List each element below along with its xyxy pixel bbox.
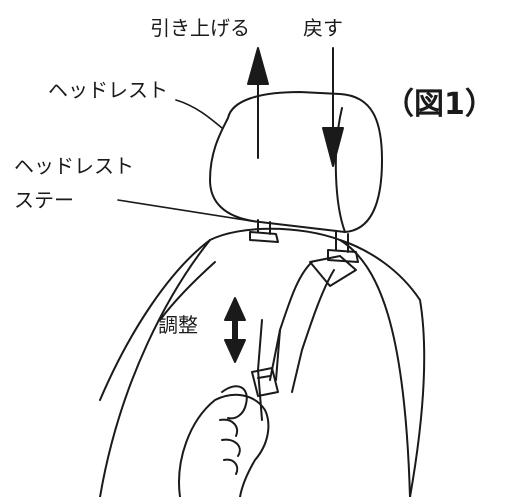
headrest-stay-leader-line: [117, 199, 259, 223]
figure-number-label: （図1）: [384, 87, 495, 122]
headrest-stay-right: [335, 231, 349, 253]
push-back-label: 戻す: [303, 16, 343, 40]
seat-back-right-panel: [339, 239, 426, 497]
seat-back-outline: [99, 227, 411, 497]
headrest-stay-label-line2: ステー: [14, 188, 74, 212]
adjust-label: 調整: [158, 313, 198, 337]
adjust-arrow-head-up: [224, 297, 246, 321]
headrest-side-edge: [334, 107, 346, 233]
pull-up-label: 引き上げる: [150, 16, 250, 40]
belt-guide: [309, 255, 357, 287]
hand-outline: [178, 393, 270, 497]
headrest-stay-right-collar: [327, 249, 359, 263]
hand-thumb: [221, 385, 248, 420]
push-back-arrow-head: [322, 127, 344, 167]
headrest-label: ヘッドレスト: [48, 78, 168, 102]
headrest-leader-line: [175, 99, 223, 129]
headrest-stay-label-line1: ヘッドレスト: [14, 154, 134, 178]
belt-adjuster: [251, 367, 279, 397]
adjust-arrow-head-down: [224, 339, 246, 363]
pull-up-arrow-head: [247, 47, 269, 85]
seat-back-left-edge: [99, 239, 211, 401]
seat-back-inner-seam: [159, 261, 216, 321]
seat-belt-upper: [269, 261, 313, 381]
seat-belt-upper-edge: [291, 269, 335, 393]
headrest-body: [209, 91, 383, 233]
headrest-stay-left-collar: [249, 231, 279, 243]
hand-fingers: [219, 418, 241, 475]
